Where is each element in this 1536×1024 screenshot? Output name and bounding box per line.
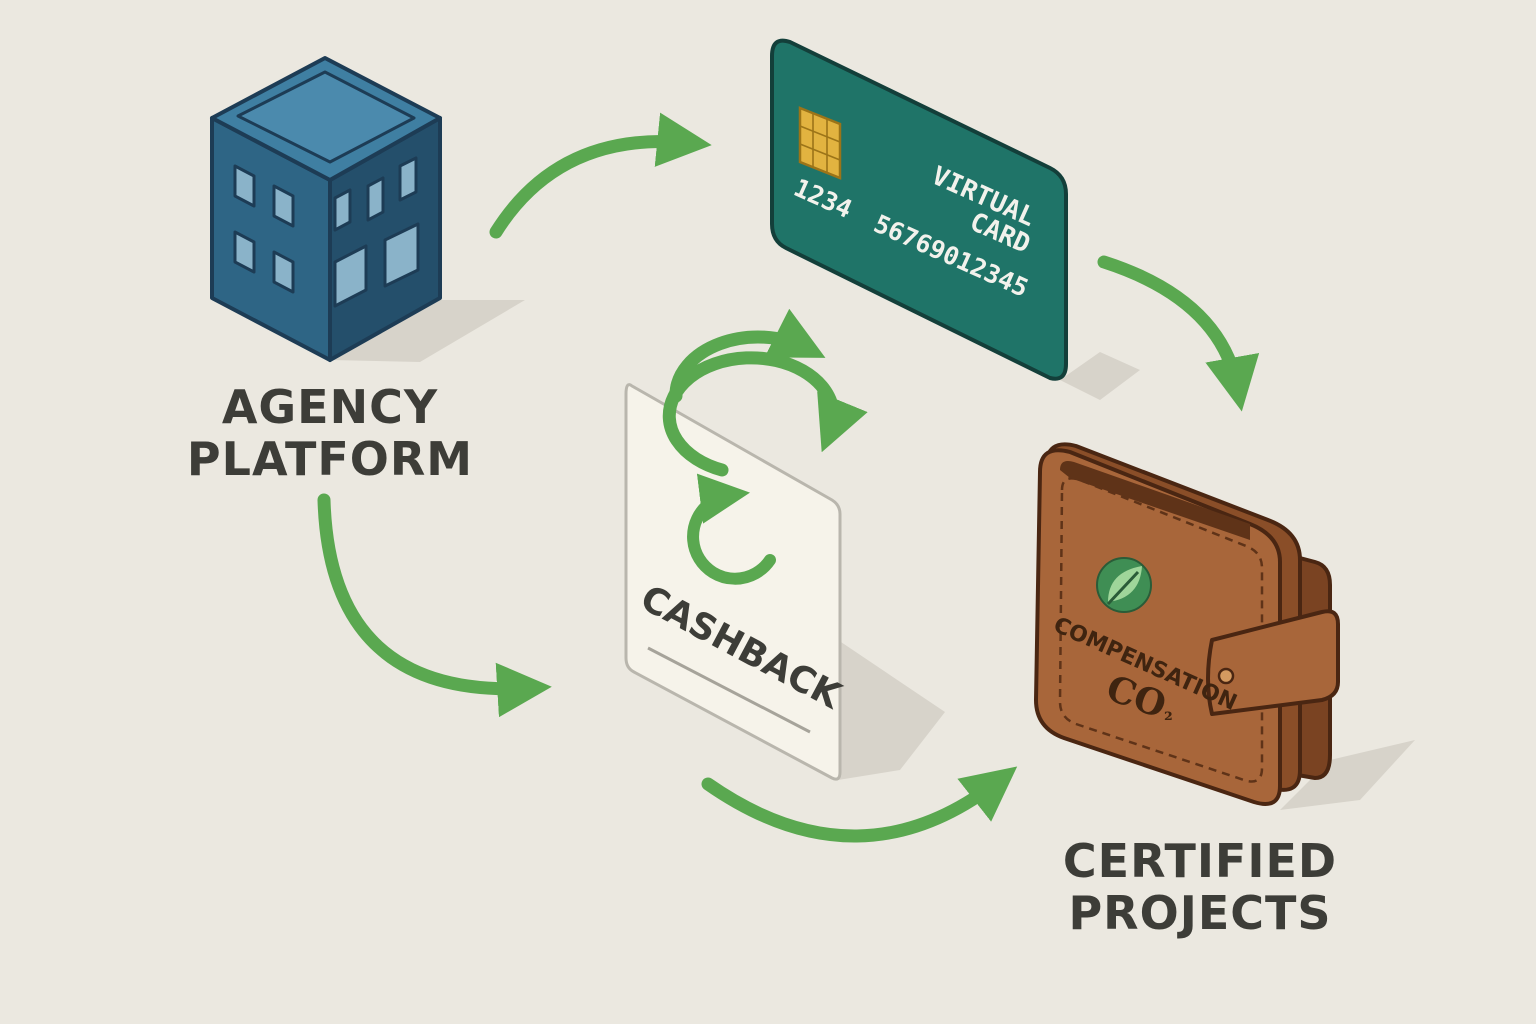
refresh-cycle-icon-small	[687, 473, 776, 585]
refresh-cycle-icon	[662, 308, 868, 477]
agency-platform-label: AGENCY PLATFORM	[180, 380, 480, 486]
leaf-icon	[1096, 557, 1152, 613]
building-icon	[210, 56, 525, 362]
certified-label-line1: CERTIFIED	[1062, 834, 1338, 888]
curved-arrow-icon	[317, 112, 1260, 843]
credit-card-icon: VIRTUAL CARD 1234 56769012345	[770, 38, 1140, 400]
agency-label-line2: PLATFORM	[186, 431, 474, 486]
co2-subscript: ₂	[1164, 701, 1173, 725]
wallet-icon: COMPENSATION CO ₂	[1034, 442, 1415, 810]
certified-label-line2: PROJECTS	[1068, 885, 1332, 940]
agency-label-line1: AGENCY	[221, 380, 439, 434]
certified-projects-label: CERTIFIED PROJECTS	[1040, 834, 1360, 940]
